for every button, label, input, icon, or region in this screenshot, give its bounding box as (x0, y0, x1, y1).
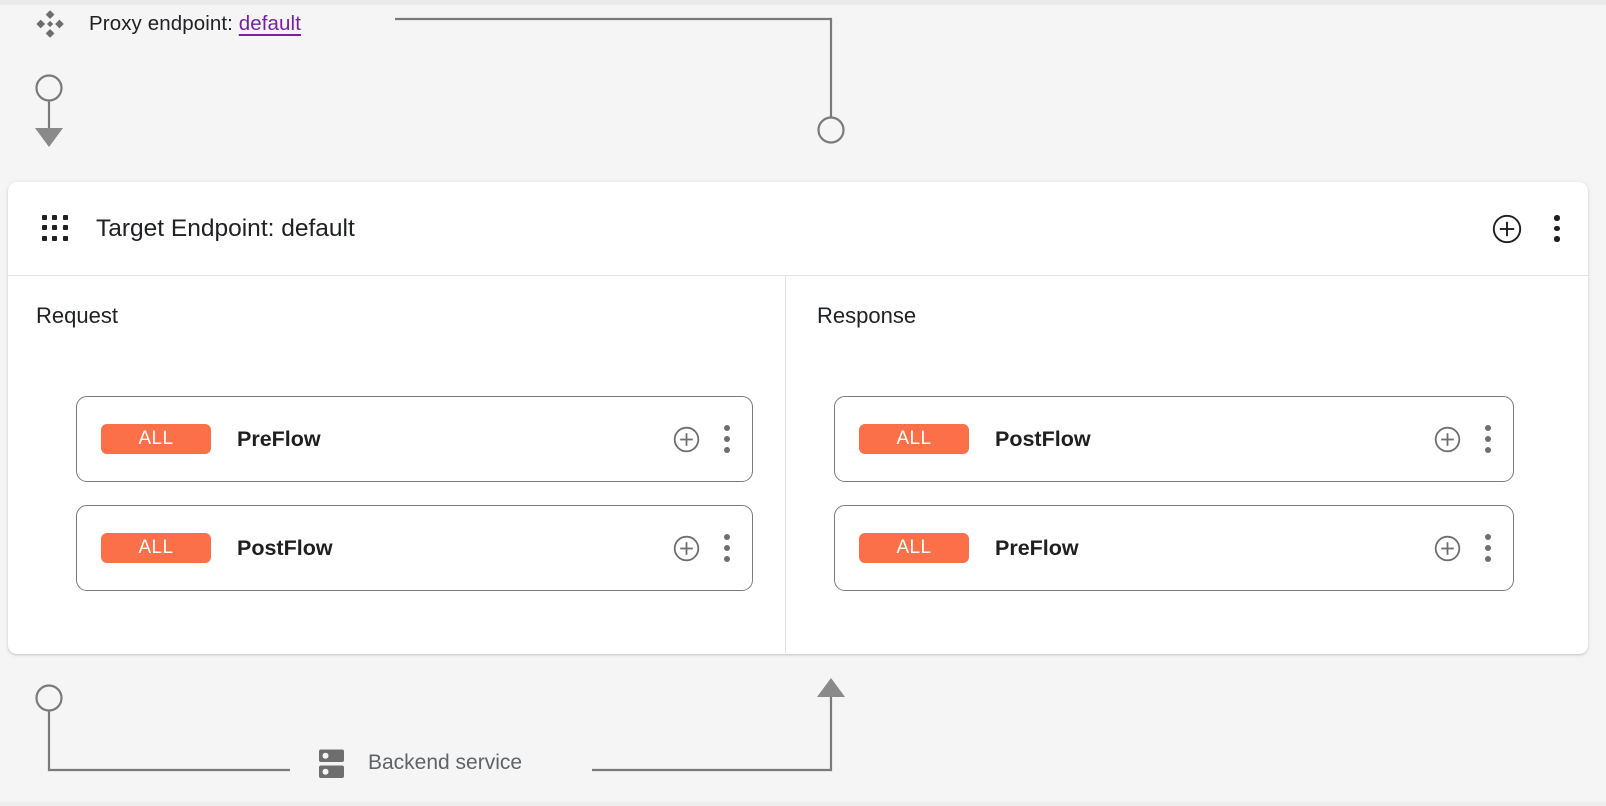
connector-backend-to-response (592, 697, 833, 772)
proxy-endpoint-label: Proxy endpoint: default (89, 12, 301, 36)
more-vert-glyph (1485, 425, 1491, 453)
request-column-title: Request (36, 303, 118, 328)
add-circle-icon[interactable] (673, 535, 700, 562)
flow-card-label: PreFlow (995, 535, 1079, 560)
flow-badge: ALL (859, 424, 969, 454)
flow-columns: Request ALL PreFlow (8, 276, 1588, 653)
add-circle-icon[interactable] (1492, 214, 1522, 244)
add-circle-icon[interactable] (673, 426, 700, 453)
add-circle-glyph (1434, 426, 1461, 453)
arrow-up-backend (817, 678, 845, 697)
more-vert-icon[interactable] (724, 534, 730, 562)
response-column-title: Response (817, 303, 917, 328)
flow-card-actions (1434, 534, 1491, 562)
response-column: Response ALL PostFlow (786, 276, 1587, 653)
add-circle-icon[interactable] (1434, 426, 1461, 453)
apps-grid-icon (42, 215, 69, 242)
request-column: Request ALL PreFlow (8, 276, 786, 653)
more-vert-glyph (1485, 534, 1491, 562)
more-vert-icon[interactable] (1554, 215, 1560, 243)
connector-proxy-to-target (395, 17, 833, 117)
arrow-down-proxy (35, 128, 63, 147)
flow-card-response-postflow[interactable]: ALL PostFlow (834, 396, 1514, 482)
more-vert-glyph (724, 425, 730, 453)
flow-badge: ALL (101, 424, 211, 454)
add-circle-glyph (673, 426, 700, 453)
target-endpoint-header: Target Endpoint: default (8, 182, 1588, 276)
proxy-endpoint-label-text: Proxy endpoint: (89, 12, 239, 35)
proxy-endpoint-link[interactable]: default (238, 12, 301, 35)
more-vert-icon[interactable] (724, 425, 730, 453)
proxy-endpoint-row: Proxy endpoint: default (36, 8, 301, 40)
server-icon (318, 748, 346, 778)
add-circle-glyph (1492, 214, 1522, 244)
add-circle-glyph (673, 535, 700, 562)
connector-node-target-request-out (35, 684, 63, 712)
add-circle-icon[interactable] (1434, 535, 1461, 562)
connector-node-proxy-request-out (35, 74, 63, 102)
flow-card-actions (673, 425, 730, 453)
flow-card-actions (1434, 425, 1491, 453)
bottom-edge-strip (0, 802, 1606, 806)
target-endpoint-actions (1492, 214, 1560, 244)
flow-card-request-preflow[interactable]: ALL PreFlow (76, 396, 753, 482)
more-vert-icon[interactable] (1485, 534, 1491, 562)
flow-card-response-preflow[interactable]: ALL PreFlow (834, 505, 1514, 591)
more-vert-icon[interactable] (1485, 425, 1491, 453)
target-endpoint-panel: Target Endpoint: default (8, 182, 1588, 654)
target-endpoint-title: Target Endpoint: default (96, 214, 355, 242)
flow-card-label: PostFlow (995, 426, 1091, 451)
flow-card-label: PostFlow (237, 535, 333, 560)
connector-request-to-backend (47, 710, 290, 772)
more-vert-glyph (724, 534, 730, 562)
connector-node-target-in (817, 116, 845, 144)
flow-badge: ALL (101, 533, 211, 563)
add-circle-glyph (1434, 535, 1461, 562)
flow-card-label: PreFlow (237, 426, 321, 451)
more-vert-glyph (1554, 215, 1560, 243)
backend-service-label: Backend service (368, 751, 523, 774)
top-edge-strip (0, 0, 1606, 5)
backend-service-row[interactable]: Backend service (318, 748, 522, 778)
proxy-diamond-icon (36, 10, 64, 38)
flow-card-request-postflow[interactable]: ALL PostFlow (76, 505, 753, 591)
flow-badge: ALL (859, 533, 969, 563)
flow-card-actions (673, 534, 730, 562)
